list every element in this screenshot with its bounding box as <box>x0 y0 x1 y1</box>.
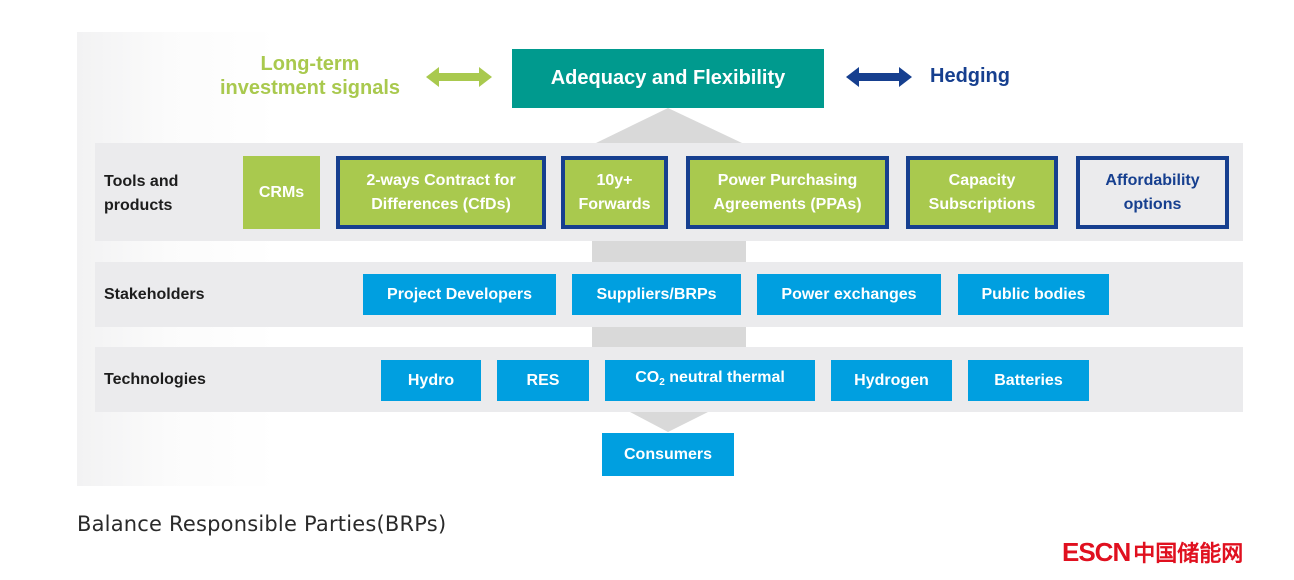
item-label: CRMs <box>258 183 305 201</box>
row-label-tools-and-products: Tools and products <box>104 170 178 218</box>
label-line: Long-term <box>260 53 360 75</box>
item-label: Capacity <box>948 171 1016 189</box>
label-line: investment signals <box>219 77 401 99</box>
logo-chinese: 中国储能网 <box>1133 542 1244 567</box>
co2-suffix: neutral thermal <box>664 369 785 386</box>
item-res: RES <box>497 360 589 401</box>
double-arrow-icon <box>846 67 912 87</box>
item-label: Power exchanges <box>781 285 917 303</box>
item-label: Hydrogen <box>854 371 929 389</box>
item-label: CO2 neutral thermal <box>635 366 785 395</box>
item-batteries: Batteries <box>968 360 1089 401</box>
item-label: 10y+ <box>596 171 633 189</box>
item-project-developers: Project Developers <box>363 274 556 315</box>
item-label: RES <box>526 371 560 389</box>
item-forwards: 10y+ Forwards <box>561 156 668 229</box>
item-capacity-subscriptions: Capacity Subscriptions <box>906 156 1058 229</box>
item-label: Hydro <box>407 371 455 389</box>
co2-prefix: CO <box>635 369 660 386</box>
item-label: Power Purchasing <box>717 171 858 189</box>
item-label: Batteries <box>994 371 1063 389</box>
item-label: Affordability <box>1105 171 1200 189</box>
item-ppas: Power Purchasing Agreements (PPAs) <box>686 156 889 229</box>
item-label: Suppliers/BRPs <box>596 285 717 303</box>
label-line: Technologies <box>104 371 206 388</box>
row-label-stakeholders: Stakeholders <box>104 283 204 307</box>
caption: Balance Responsible Parties(BRPs) <box>77 512 447 536</box>
up-arrow-shape <box>596 108 742 143</box>
long-term-investment-signals-label: Long-term investment signals <box>190 52 430 100</box>
hedging-label: Hedging <box>930 65 1010 87</box>
adequacy-flexibility-box: Adequacy and Flexibility <box>512 49 824 108</box>
item-label: 2-ways Contract for <box>366 171 516 189</box>
item-label: Public bodies <box>981 285 1086 303</box>
consumers-box: Consumers <box>602 433 734 476</box>
down-arrow-shape <box>630 412 708 432</box>
item-label: Agreements (PPAs) <box>713 195 862 213</box>
item-power-exchanges: Power exchanges <box>757 274 941 315</box>
item-label: Project Developers <box>387 285 532 303</box>
item-public-bodies: Public bodies <box>958 274 1109 315</box>
item-label: Subscriptions <box>928 195 1036 213</box>
label-line: products <box>104 197 173 214</box>
item-hydro: Hydro <box>381 360 481 401</box>
item-label: Differences (CfDs) <box>371 195 511 213</box>
item-label: options <box>1123 195 1182 213</box>
escn-logo: ESCN 中国储能网 <box>1062 536 1243 568</box>
co2-subscript: 2 <box>659 377 665 388</box>
double-arrow-icon <box>426 67 492 87</box>
item-co2-neutral-thermal: CO2 neutral thermal <box>605 360 815 401</box>
label-line: Stakeholders <box>104 286 205 303</box>
item-cfds: 2-ways Contract for Differences (CfDs) <box>336 156 546 229</box>
item-affordability-options: Affordability options <box>1076 156 1229 229</box>
column-segment <box>592 327 746 347</box>
row-label-technologies: Technologies <box>104 368 206 392</box>
item-suppliers-brps: Suppliers/BRPs <box>572 274 741 315</box>
consumers-label: Consumers <box>623 445 713 463</box>
column-segment <box>592 241 746 262</box>
label-line: Tools and <box>104 173 179 190</box>
item-crms: CRMs <box>243 156 320 229</box>
center-box-label: Adequacy and Flexibility <box>550 67 786 89</box>
logo-latin: ESCN <box>1062 536 1131 567</box>
item-label: Forwards <box>578 195 651 213</box>
item-hydrogen: Hydrogen <box>831 360 952 401</box>
